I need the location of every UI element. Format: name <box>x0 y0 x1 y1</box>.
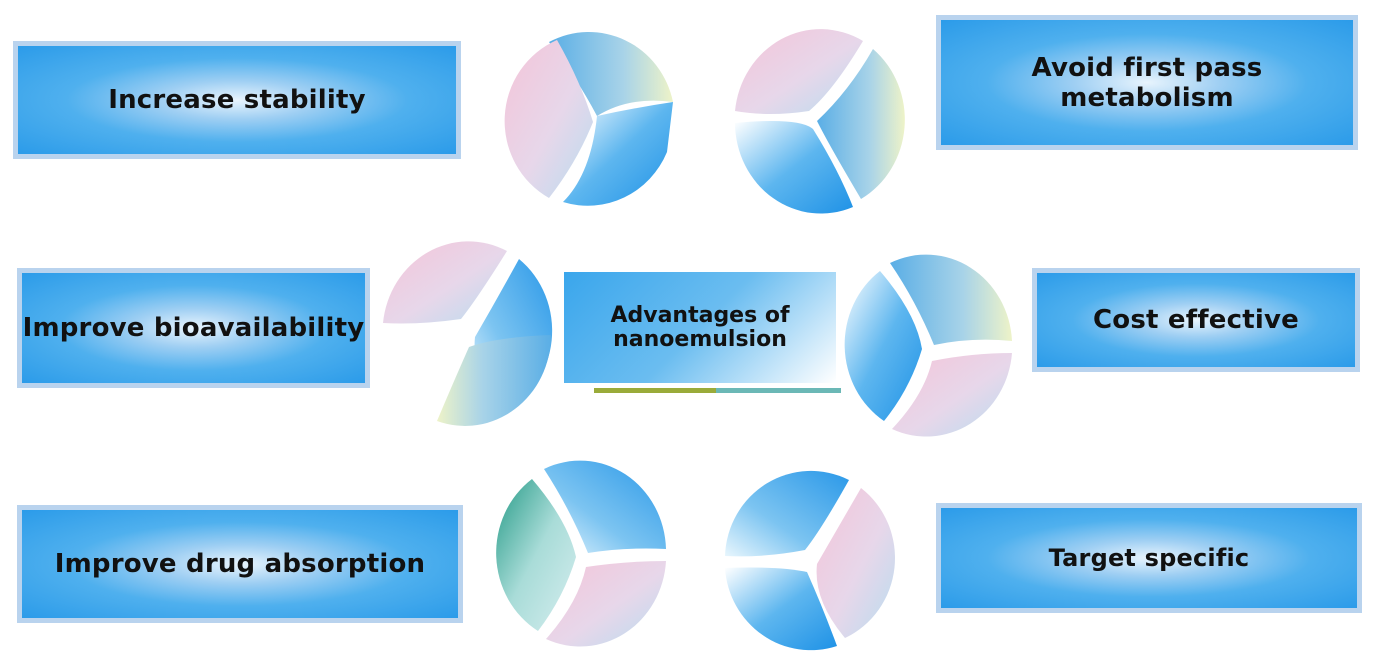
improve-drug-absorption-box: Improve drug absorption <box>17 505 463 623</box>
center-underline-left <box>594 388 716 393</box>
center-title-box: Advantages of nanoemulsion <box>564 272 836 383</box>
improve-bioavailability-label: Improve bioavailability <box>23 313 365 343</box>
avoid-first-pass-box: Avoid first pass metabolism <box>936 15 1358 150</box>
cost-effective-label: Cost effective <box>1093 305 1299 335</box>
target-specific-label: Target specific <box>1049 544 1250 572</box>
cost-effective-box: Cost effective <box>1032 268 1360 372</box>
segment-circle-top-right <box>733 30 905 212</box>
center-underline-right <box>716 388 841 393</box>
segment-circle-middle-left <box>381 242 553 424</box>
segment-circle-middle-right <box>842 254 1014 436</box>
improve-drug-absorption-label: Improve drug absorption <box>55 549 426 579</box>
segment-circle-bottom-right <box>723 472 895 648</box>
center-title-line1: Advantages of <box>610 304 789 328</box>
increase-stability-box: Increase stability <box>13 41 461 159</box>
improve-bioavailability-box: Improve bioavailability <box>17 268 370 388</box>
target-specific-box: Target specific <box>936 503 1362 613</box>
increase-stability-label: Increase stability <box>108 85 366 115</box>
center-title-line2: nanoemulsion <box>610 328 789 352</box>
avoid-first-pass-label: Avoid first pass metabolism <box>941 53 1353 113</box>
segment-circle-bottom-left <box>496 462 668 644</box>
segment-circle-top-left <box>503 30 675 206</box>
